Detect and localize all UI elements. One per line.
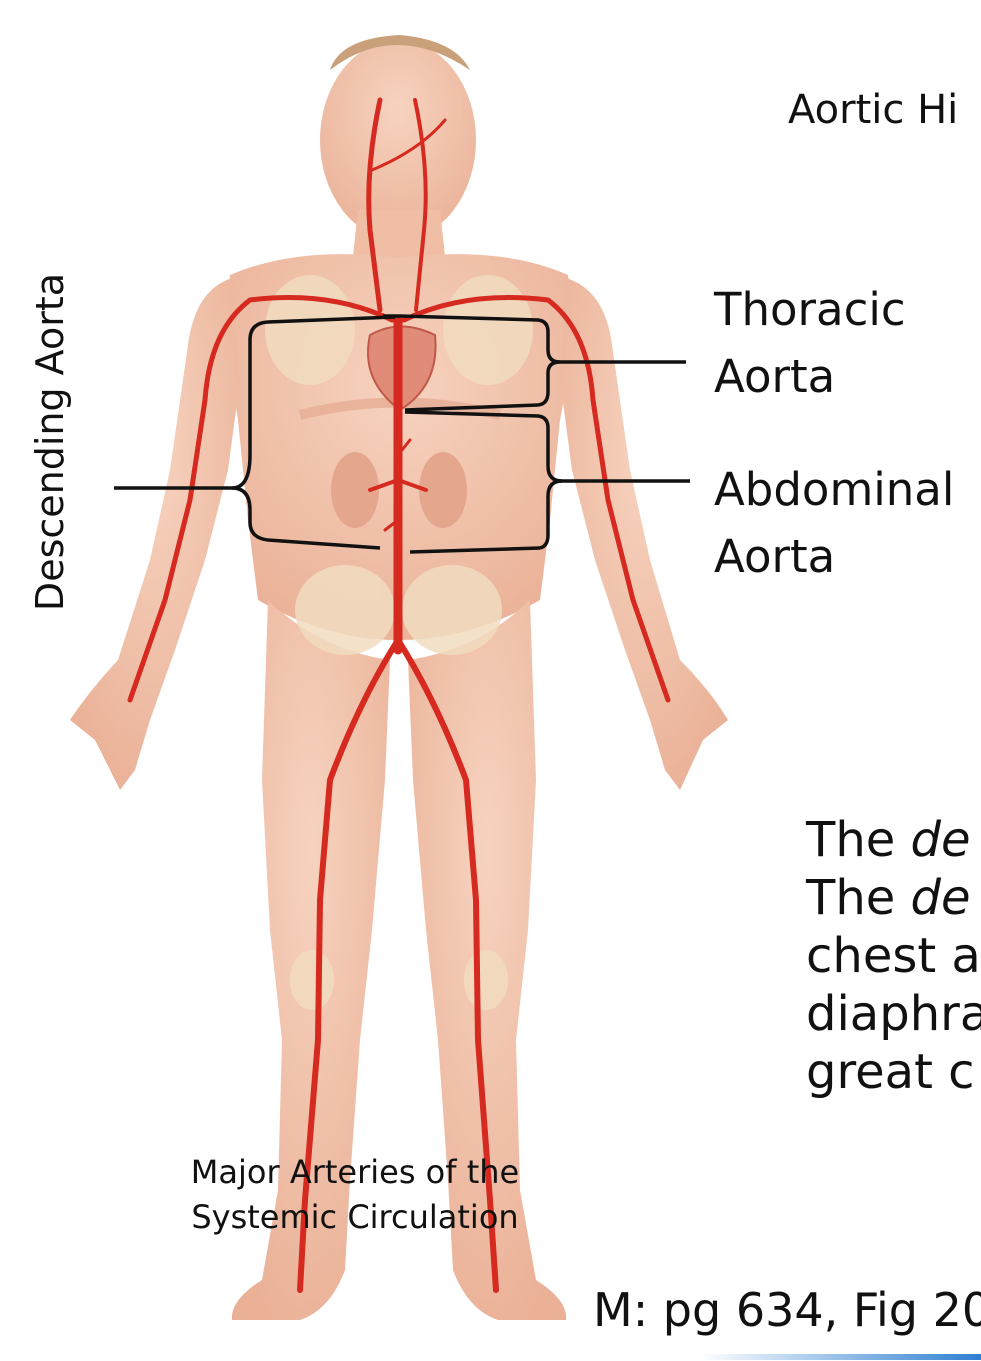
- accent-bar: [700, 1354, 981, 1360]
- thoracic-label-line2: Aorta: [714, 350, 836, 403]
- abdominal-label-line2: Aorta: [714, 530, 836, 583]
- thoracic-label-line1: Thoracic: [714, 283, 906, 336]
- arterial-network: [127, 97, 671, 1293]
- body-line: chest a: [806, 928, 981, 984]
- descending-aorta-label: Descending Aorta: [28, 272, 72, 612]
- caption-line1: Major Arteries of the: [190, 1153, 520, 1191]
- body-line: diaphra: [806, 986, 981, 1042]
- thoracic-aorta-label: Thoracic Aorta: [714, 276, 906, 410]
- human-body-silhouette: [70, 35, 728, 1320]
- descending-bracket: [114, 315, 396, 550]
- abdominal-aorta-label: Abdominal Aorta: [714, 456, 954, 590]
- body-paragraph: The de The de chest a diaphra great c: [806, 811, 981, 1101]
- slide-title-partial: Aortic Hi: [788, 87, 959, 133]
- abdominal-bracket: [404, 410, 690, 554]
- body-line: The de: [806, 870, 971, 926]
- thoracic-bracket: [383, 314, 686, 412]
- body-line: The de: [806, 812, 971, 868]
- page-reference: M: pg 634, Fig 20: [593, 1283, 981, 1337]
- abdominal-label-line1: Abdominal: [714, 463, 955, 516]
- body-line: great c: [806, 1044, 975, 1100]
- figure-caption: Major Arteries of the Systemic Circulati…: [191, 1150, 519, 1240]
- caption-line2: Systemic Circulation: [191, 1198, 519, 1236]
